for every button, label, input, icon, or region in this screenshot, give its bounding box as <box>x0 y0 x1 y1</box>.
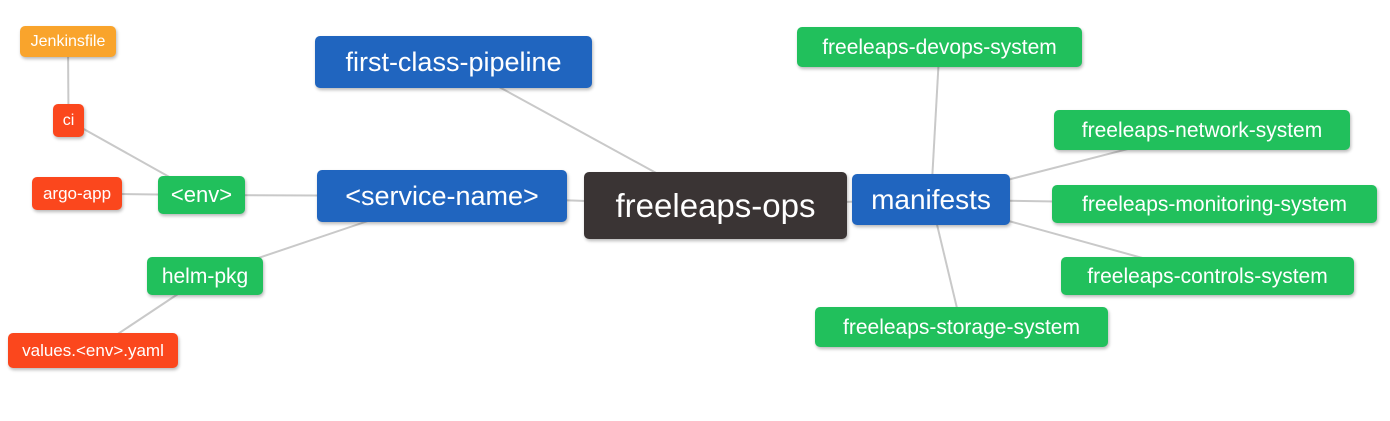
node-service-name[interactable]: <service-name> <box>317 170 567 222</box>
node-helm-pkg[interactable]: helm-pkg <box>147 257 263 295</box>
node-argo-app[interactable]: argo-app <box>32 177 122 210</box>
node-freeleaps-controls-system[interactable]: freeleaps-controls-system <box>1061 257 1354 295</box>
node-freeleaps-devops-system[interactable]: freeleaps-devops-system <box>797 27 1082 67</box>
node-first-class-pipeline[interactable]: first-class-pipeline <box>315 36 592 88</box>
node-freeleaps-storage-system[interactable]: freeleaps-storage-system <box>815 307 1108 347</box>
node-freeleaps-network-system[interactable]: freeleaps-network-system <box>1054 110 1350 150</box>
node-jenkinsfile[interactable]: Jenkinsfile <box>20 26 116 57</box>
node-freeleaps-ops[interactable]: freeleaps-ops <box>584 172 847 239</box>
node-env[interactable]: <env> <box>158 176 245 214</box>
node-values-env-yaml[interactable]: values.<env>.yaml <box>8 333 178 368</box>
node-freeleaps-monitoring-system[interactable]: freeleaps-monitoring-system <box>1052 185 1377 223</box>
node-manifests[interactable]: manifests <box>852 174 1010 225</box>
node-ci[interactable]: ci <box>53 104 84 137</box>
